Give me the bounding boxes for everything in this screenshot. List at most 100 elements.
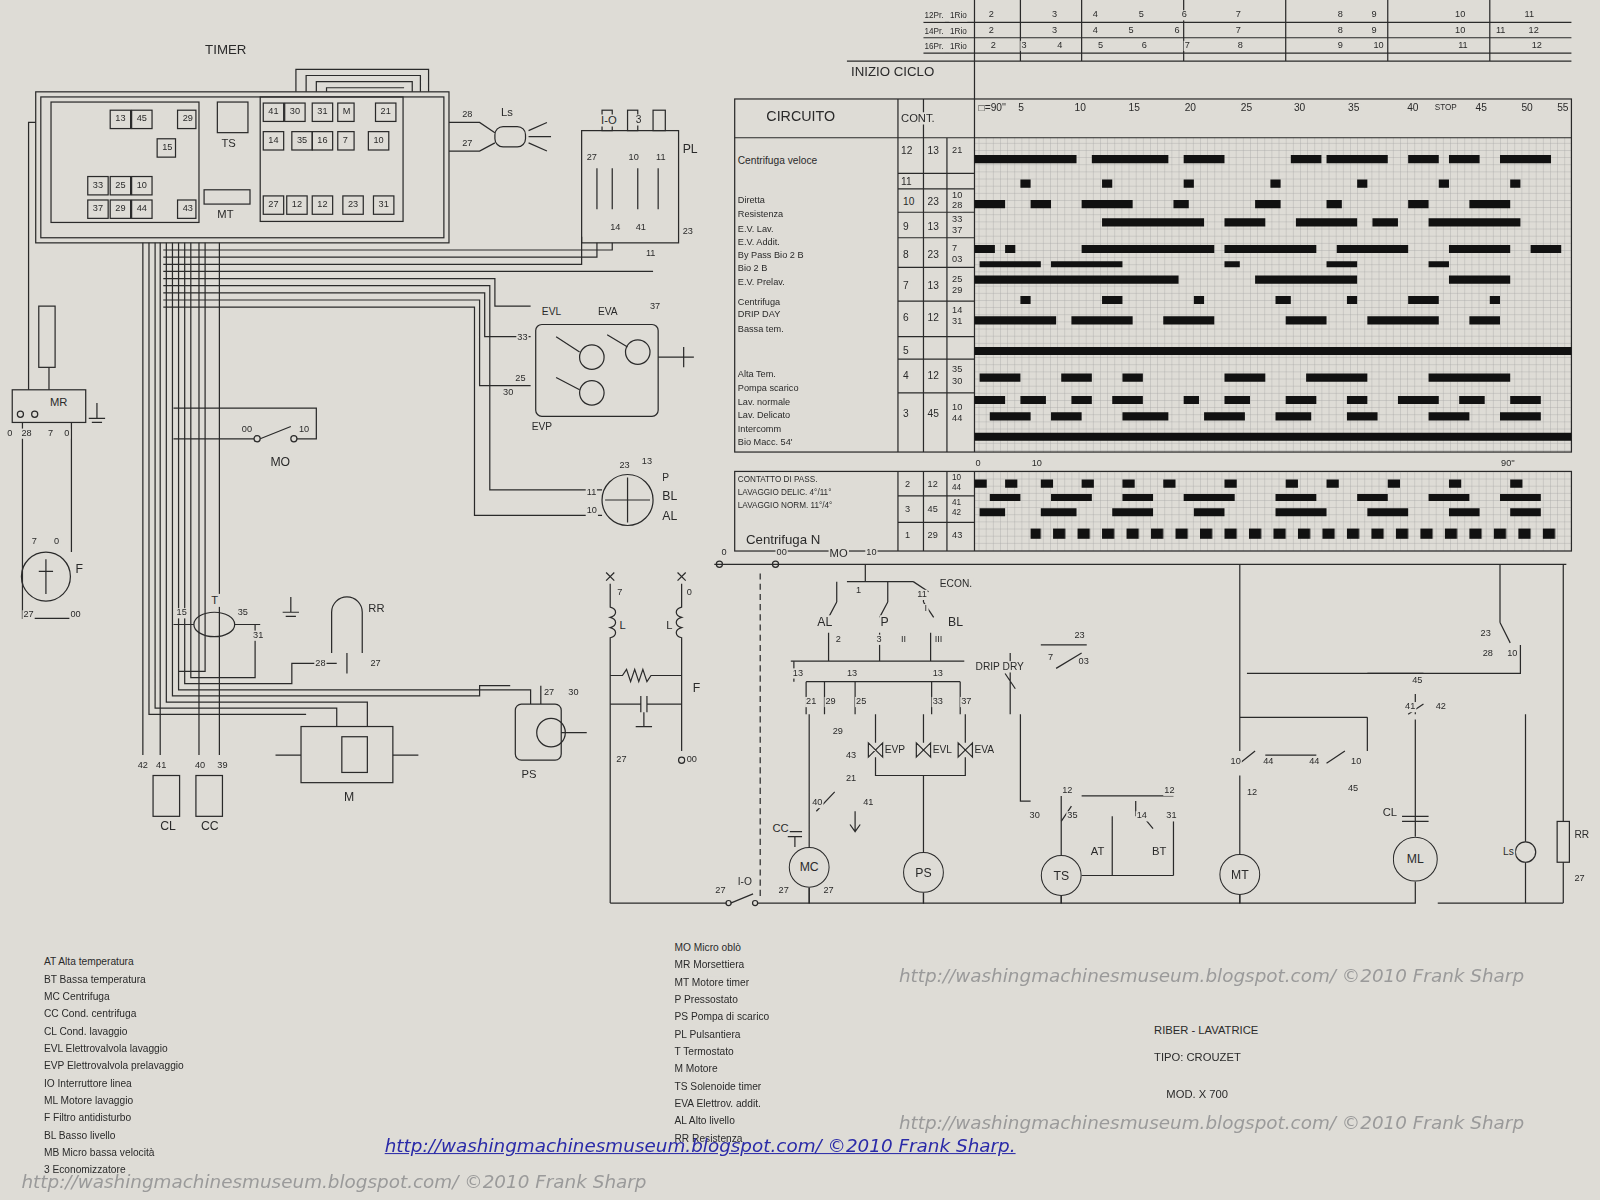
label-text: 10 xyxy=(586,506,598,516)
label-text: Bassa tem. xyxy=(737,324,785,334)
rect-shape xyxy=(110,200,130,218)
label-text: ECON. xyxy=(939,578,973,589)
label-text: 10 xyxy=(951,473,962,482)
label-text: 45 xyxy=(1347,784,1359,794)
label-text: Alta Tem. xyxy=(737,369,777,379)
label-text: 33 xyxy=(951,215,963,225)
label-text: IO Interruttore linea xyxy=(43,1078,133,1089)
label-text: 25 xyxy=(1240,102,1253,113)
wire-line xyxy=(788,714,860,847)
label-text: 29 xyxy=(832,727,844,737)
label-text: Ls xyxy=(1502,846,1515,857)
rect-shape xyxy=(343,196,363,214)
wire-line xyxy=(529,122,551,151)
label-text: 37 xyxy=(951,226,963,236)
label-text: 11 xyxy=(1523,10,1535,20)
label-text: 30 xyxy=(567,688,579,698)
label-text: 00 xyxy=(241,424,253,434)
label-text: L xyxy=(618,618,626,630)
wire-line xyxy=(898,471,975,551)
label-text: 27 xyxy=(543,688,555,698)
label-text: RIBER - LAVATRICE xyxy=(1153,1023,1259,1035)
label-text: 7 xyxy=(1235,10,1242,20)
label-text: 8 xyxy=(1337,26,1344,36)
circle-shape xyxy=(580,381,604,405)
wire-line xyxy=(876,757,966,852)
label-text: MC Centrifuga xyxy=(43,991,111,1002)
label-text: EVL xyxy=(932,744,953,755)
label-text: I-O xyxy=(600,114,618,126)
label-text: EVA xyxy=(597,306,619,317)
label-text: 90'' xyxy=(1500,459,1516,469)
motor-circle: ML xyxy=(1393,837,1438,882)
wire-line xyxy=(556,335,694,390)
rect-shape xyxy=(536,324,658,416)
label-text: 37 xyxy=(960,697,972,707)
label-text: 27 xyxy=(461,139,473,149)
wire-line xyxy=(714,564,1566,565)
label-text: TIMER xyxy=(204,43,247,58)
pushbutton-panel xyxy=(582,110,679,243)
label-text: 43 xyxy=(182,204,194,214)
rect-shape xyxy=(263,103,283,121)
label-text: 28 xyxy=(461,110,473,120)
label-text: I xyxy=(923,604,928,614)
label-text: 9 xyxy=(1370,26,1377,36)
label-text: 35 xyxy=(237,608,249,618)
rect-shape xyxy=(260,97,403,221)
label-text: E.V. Addit. xyxy=(737,238,781,248)
label-text: 7 xyxy=(342,136,349,146)
wire-line xyxy=(173,408,316,439)
label-text: 27 xyxy=(267,200,279,210)
wire-line xyxy=(22,422,71,618)
label-text: Bio 2 B xyxy=(737,264,769,274)
label-text: 0 xyxy=(63,429,70,439)
label-text: AT xyxy=(1090,845,1106,857)
label-text: 1 xyxy=(855,586,862,596)
circle-shape xyxy=(726,901,731,906)
rect-shape xyxy=(515,704,561,760)
label-text: M xyxy=(343,791,355,804)
label-text: 41 xyxy=(155,761,167,771)
label-text: 14 xyxy=(951,306,963,316)
motor-circle: PS xyxy=(903,852,944,893)
label-text: 28 xyxy=(1482,649,1494,659)
rect-shape xyxy=(342,737,368,773)
circle-shape xyxy=(753,901,758,906)
label-text: III xyxy=(934,635,944,645)
caption: http://washingmachinesmuseum.blogspot.co… xyxy=(385,1135,1016,1157)
label-text: Bio Macc. 54' xyxy=(737,438,794,448)
label-text: 44 xyxy=(1308,757,1320,767)
label-text: MO xyxy=(829,547,849,559)
label-text: 8 xyxy=(902,249,910,260)
label-text: AT Alta temperatura xyxy=(43,956,135,967)
label-text: 55 xyxy=(1556,102,1569,113)
label-text: 15 xyxy=(1128,102,1141,113)
label-text: 27 xyxy=(1573,873,1585,883)
label-text: II xyxy=(900,635,907,645)
label-text: 27 xyxy=(615,755,627,765)
wire-line xyxy=(173,597,299,625)
motor-circle: MT xyxy=(1219,854,1260,895)
label-text: 6 xyxy=(1141,41,1148,51)
label-text: MB Micro bassa velocità xyxy=(43,1147,156,1158)
watermark: http://washingmachinesmuseum.blogspot.co… xyxy=(898,965,1525,985)
rect-shape xyxy=(285,103,305,121)
label-text: CONT. xyxy=(900,112,936,124)
label-text: 1Rio xyxy=(949,43,968,52)
label-text: 21 xyxy=(380,107,392,117)
label-text: 5 xyxy=(1138,10,1145,20)
label-text: 5 xyxy=(1128,26,1135,36)
label-text: 16 xyxy=(316,136,328,146)
label-text: 31 xyxy=(1165,811,1177,821)
label-text: AL Alto livello xyxy=(673,1115,735,1126)
label-text: 11 xyxy=(586,488,598,498)
label-text: 25 xyxy=(855,697,867,707)
label-text: EVP xyxy=(884,744,906,755)
label-text: 14Pr. xyxy=(923,28,944,37)
wire-line xyxy=(541,686,587,733)
label-text: 35 xyxy=(1066,811,1078,821)
label-text: 10 xyxy=(298,424,310,434)
label-text: 12 xyxy=(1061,786,1073,796)
